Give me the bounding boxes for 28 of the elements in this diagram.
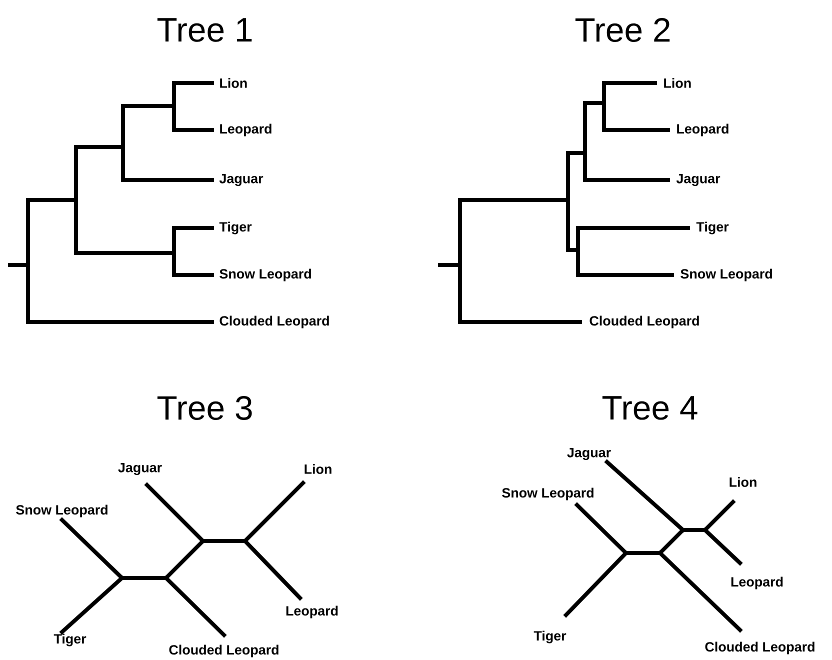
species-label: Clouded Leopard — [590, 316, 699, 328]
species-label: Lion — [304, 464, 332, 474]
species-label: Jaguar — [219, 174, 264, 186]
species-label: Lion — [664, 78, 691, 88]
species-label: Tiger — [219, 222, 252, 234]
species-label: Clouded Leopard — [220, 316, 329, 328]
species-label: Tiger — [534, 630, 566, 644]
tree-title: Tree 4 — [602, 396, 698, 420]
species-label: Snow Leopard — [16, 504, 108, 518]
species-label: Leopard — [677, 124, 728, 136]
species-label: Leopard — [731, 576, 783, 590]
species-label: Jaguar — [567, 448, 611, 460]
species-label: Clouded Leopard — [705, 642, 814, 654]
species-label: Tiger — [54, 634, 86, 646]
tree-title: Tree 1 — [157, 18, 252, 42]
species-label: Leopard — [220, 124, 272, 136]
species-label: Snow Leopard — [680, 268, 772, 282]
species-label: Tiger — [696, 222, 729, 234]
tree-title: Tree 2 — [575, 18, 670, 42]
species-label: Snow Leopard — [220, 268, 311, 282]
species-label: Jaguar — [118, 462, 162, 476]
species-label: Jaguar — [676, 174, 720, 186]
tree-title: Tree 3 — [157, 396, 252, 420]
species-label: Snow Leopard — [502, 488, 594, 500]
species-label: Lion — [220, 78, 247, 88]
species-label: Lion — [730, 477, 756, 487]
species-label: Leopard — [286, 606, 338, 618]
species-label: Clouded Leopard — [169, 644, 278, 658]
